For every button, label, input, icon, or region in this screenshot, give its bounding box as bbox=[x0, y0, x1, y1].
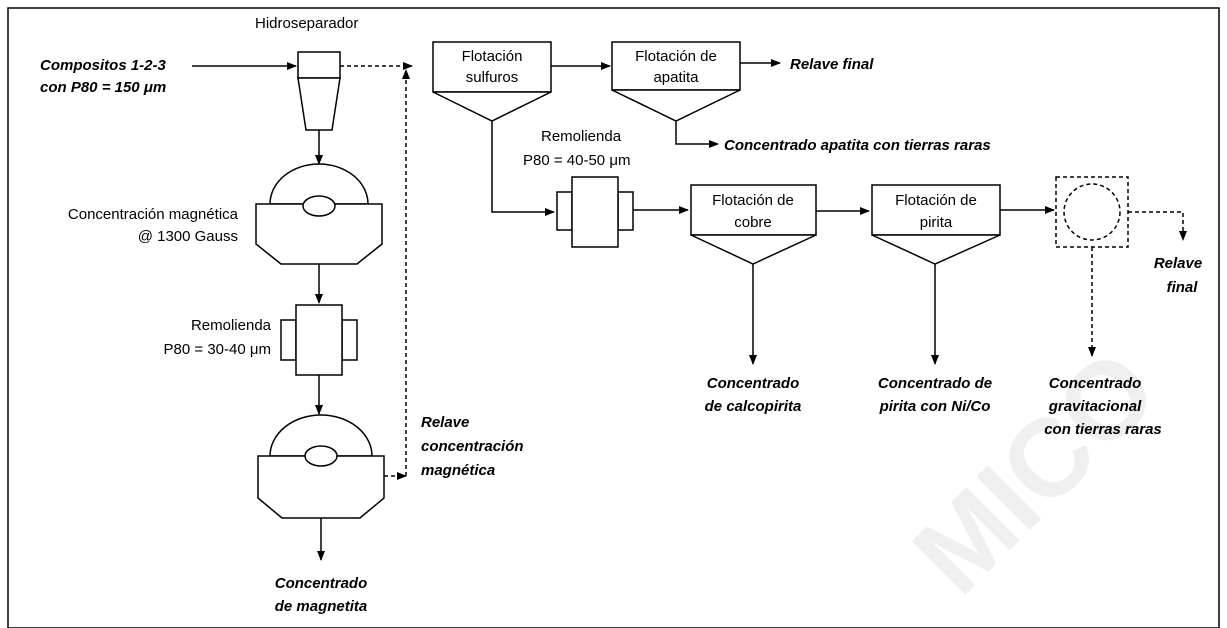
flotation-apatite-label-line2: apatita bbox=[653, 69, 699, 86]
regrind-mill-1 bbox=[280, 304, 358, 376]
feed-label-line1: Compositos 1-2-3 bbox=[40, 57, 167, 74]
magnetite-concentrate-line2: de magnetita bbox=[275, 598, 368, 615]
regrind-1-label-line1: Remolienda bbox=[191, 317, 272, 334]
magnetic-concentration-label-line1: Concentración magnética bbox=[68, 206, 239, 223]
flotation-copper-cell bbox=[690, 184, 817, 265]
chalcopyrite-concentrate-line1: Concentrado bbox=[707, 375, 800, 392]
feed-label-line2: con P80 = 150 μm bbox=[40, 79, 166, 96]
regrind-2-label-line1: Remolienda bbox=[541, 128, 622, 145]
gravity-concentrate-line1: Concentrado bbox=[1049, 375, 1142, 392]
gravity-concentrator bbox=[1055, 176, 1129, 248]
regrind-1-label-line2: P80 = 30-40 μm bbox=[164, 341, 271, 358]
sulfides-to-regrind-arrow bbox=[491, 121, 555, 216]
regrind-2-label-line2: P80 = 40-50 μm bbox=[523, 152, 630, 169]
flotation-pyrite-label-line2: pirita bbox=[920, 214, 953, 231]
flotation-pyrite-label-line1: Flotación de bbox=[895, 192, 977, 209]
magnetic-tailing-line2: concentración bbox=[421, 438, 524, 455]
gravity-concentrate-line2: gravitacional bbox=[1048, 398, 1142, 415]
gravity-concentrate-line3: con tierras raras bbox=[1044, 421, 1162, 438]
pyrite-concentrate-line2: pirita con Ni/Co bbox=[879, 398, 991, 415]
magnetic-separator-2 bbox=[257, 414, 385, 519]
flotation-copper-label-line1: Flotación de bbox=[712, 192, 794, 209]
apatite-concentrate-arrow bbox=[675, 121, 719, 148]
hydroseparator-cyclone bbox=[297, 51, 341, 131]
magnetic-separator-1 bbox=[255, 163, 383, 265]
magnetic-tailing-line1: Relave bbox=[421, 414, 469, 431]
regrind-mill-2 bbox=[556, 176, 634, 248]
chalcopyrite-concentrate-line2: de calcopirita bbox=[705, 398, 802, 415]
final-tailing-right-line2: final bbox=[1167, 279, 1199, 296]
diagram-border bbox=[7, 7, 1220, 628]
magnetite-concentrate-line1: Concentrado bbox=[275, 575, 368, 592]
magnetic-concentration-label-line2: @ 1300 Gauss bbox=[138, 228, 238, 245]
flotation-apatite-label-line1: Flotación de bbox=[635, 48, 717, 65]
flotation-pyrite-cell bbox=[871, 184, 1001, 265]
flotation-sulfides-cell bbox=[432, 41, 552, 122]
flotation-copper-label-line2: cobre bbox=[734, 214, 772, 231]
watermark-text: MICO bbox=[890, 327, 1180, 617]
final-tailing-right-line1: Relave bbox=[1154, 255, 1202, 272]
gravity-tailing-arrow bbox=[1128, 211, 1187, 241]
final-tailing-top-label: Relave final bbox=[790, 56, 874, 73]
hydroseparator-label: Hidroseparador bbox=[255, 15, 358, 32]
magnetic-tailing-line3: magnética bbox=[421, 462, 495, 479]
flotation-sulfides-label-line2: sulfuros bbox=[466, 69, 519, 86]
flotation-sulfides-label-line1: Flotación bbox=[462, 48, 523, 65]
flotation-apatite-cell bbox=[611, 41, 741, 122]
pyrite-concentrate-line1: Concentrado de bbox=[878, 375, 992, 392]
apatite-concentrate-label: Concentrado apatita con tierras raras bbox=[724, 137, 991, 154]
